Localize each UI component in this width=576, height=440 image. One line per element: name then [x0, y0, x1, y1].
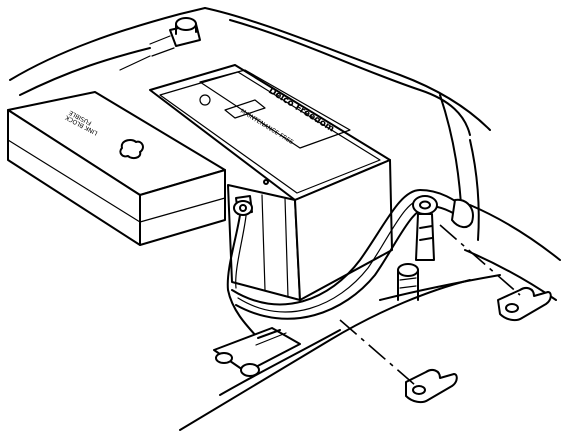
bracket-lines [119, 35, 175, 71]
fender-rib [469, 139, 480, 241]
fuse-box-lid-seam [7, 139, 226, 223]
exploded-clip-right [497, 287, 552, 322]
strap-crimp [255, 332, 287, 346]
ground-wire [226, 214, 259, 339]
battery-label-area [199, 69, 351, 149]
cable-outer-upper [231, 189, 469, 306]
battery-vent-icon [263, 179, 269, 185]
tray-front-lip [219, 329, 341, 396]
battery-indicator-box [224, 99, 266, 119]
clip-left-hole [412, 385, 426, 395]
strap-plate [213, 327, 301, 373]
exploded-clip-left [405, 369, 458, 404]
side-rail-bottom [464, 249, 557, 301]
leader-to-right-clip [439, 224, 521, 296]
ground-wire-inner [235, 215, 247, 289]
positive-terminal [397, 195, 438, 301]
clip-left-body [405, 369, 458, 404]
positive-ring-terminal [412, 195, 438, 215]
clip-right-hole [505, 303, 519, 313]
side-rail-top [469, 204, 561, 261]
fender-inner-edge [229, 19, 471, 136]
battery-front-ribs [261, 194, 289, 298]
tray-right-lip [379, 274, 501, 301]
body-panels [9, 7, 561, 431]
negative-terminal-clamp [233, 200, 253, 216]
fuse-box-clip-icon [119, 139, 144, 160]
clip-right-body [497, 287, 552, 322]
positive-stud-insulator [415, 213, 435, 261]
fuse-box-side [139, 169, 226, 246]
strap-tab [257, 329, 281, 339]
upper-panel-edge [9, 7, 206, 81]
insulator-ribs [419, 225, 433, 241]
battery: Delco Freedom MAINTENANCE FREE [149, 64, 393, 301]
ground-strap-plate [213, 327, 301, 377]
hold-down-bolt [119, 17, 201, 71]
fusible-link-block: FUSIBLE LINK BLOCK [7, 91, 226, 246]
ground-stud-threads [399, 277, 417, 289]
ground-stud-nut [397, 263, 419, 277]
bolt-head-icon [175, 17, 197, 31]
negative-bolt-icon [239, 204, 247, 212]
cable-center-line [237, 197, 427, 313]
tray-lower-edge [179, 279, 471, 431]
strap-bolt-right-icon [240, 363, 260, 377]
bolt-shank [175, 23, 197, 35]
fender-edge [204, 7, 491, 131]
strap-bolt-left-icon [215, 352, 233, 364]
inner-panel-edge [19, 47, 151, 96]
cable-end-sleeve [451, 198, 474, 228]
cable-outer-lower [235, 204, 471, 320]
battery-top-rim [159, 71, 381, 194]
negative-terminal [226, 195, 259, 339]
positive-ring-hole [419, 200, 431, 210]
ground-stud-shank [397, 269, 419, 301]
battery-eye-icon [199, 94, 211, 106]
positive-cable [231, 189, 474, 320]
leader-to-left-clip [339, 319, 416, 386]
leader-lines [339, 224, 521, 386]
